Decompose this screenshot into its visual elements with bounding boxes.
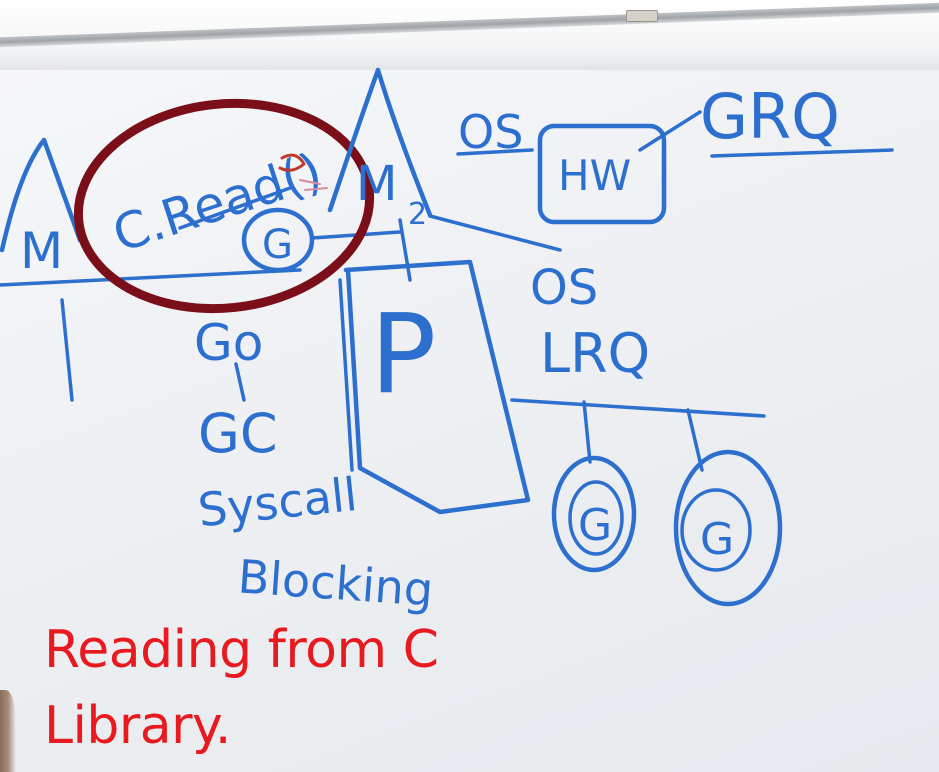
m2-tent [327,67,433,218]
subtitle-line-2: Library. [44,696,231,756]
syscall-label: Syscall [195,467,359,537]
lrq-right-drop [686,408,704,472]
m2-to-os-line [428,214,562,252]
gc-label: GC [198,402,278,465]
m1-tent [0,137,83,253]
m1-label: M [20,222,63,280]
m1-line [0,268,302,287]
go-label: Go [194,314,263,372]
whiteboard-clip [626,10,658,22]
g-right-inner-circle [680,488,752,572]
subtitle-caption: Reading from C Library. [44,612,564,764]
os-mid-label: OS [530,260,598,316]
os-top-underline [456,148,534,156]
g-left-circle [551,455,637,573]
lrq-bar [510,398,766,418]
presenter-hand [0,690,16,772]
highlight-circle [73,98,375,314]
grq-label: GRQ [700,80,840,153]
g-right-label: G [700,514,734,565]
m1-thread [60,298,74,402]
hw-box [537,123,667,225]
lrq-left-drop [582,400,592,464]
g-left-inner-circle [568,480,624,556]
m2-subscript: 2 [408,197,427,232]
blocking-label: Blocking [236,549,435,617]
creadd-label: C.Read() [106,142,329,264]
creadd-red-correction [278,153,306,172]
go-to-gc-line [234,362,246,402]
p-box [343,259,531,515]
p-label: P [370,290,436,418]
p-vertical-line [338,278,354,472]
grq-underline [710,148,894,158]
subtitle-line-1: Reading from C [44,620,439,680]
g-left-label: G [578,500,612,551]
m2-label: M [356,156,397,212]
creadd-underline [178,186,292,230]
hw-to-grq-line [638,110,702,152]
hw-label: HW [558,151,631,200]
g-top-circle [241,207,315,273]
lrq-label: LRQ [540,322,650,385]
g-right-circle [673,449,783,607]
g-top-label: G [262,222,293,268]
m2-to-p-line [398,218,412,282]
creadd-erase-smudge [299,179,328,191]
